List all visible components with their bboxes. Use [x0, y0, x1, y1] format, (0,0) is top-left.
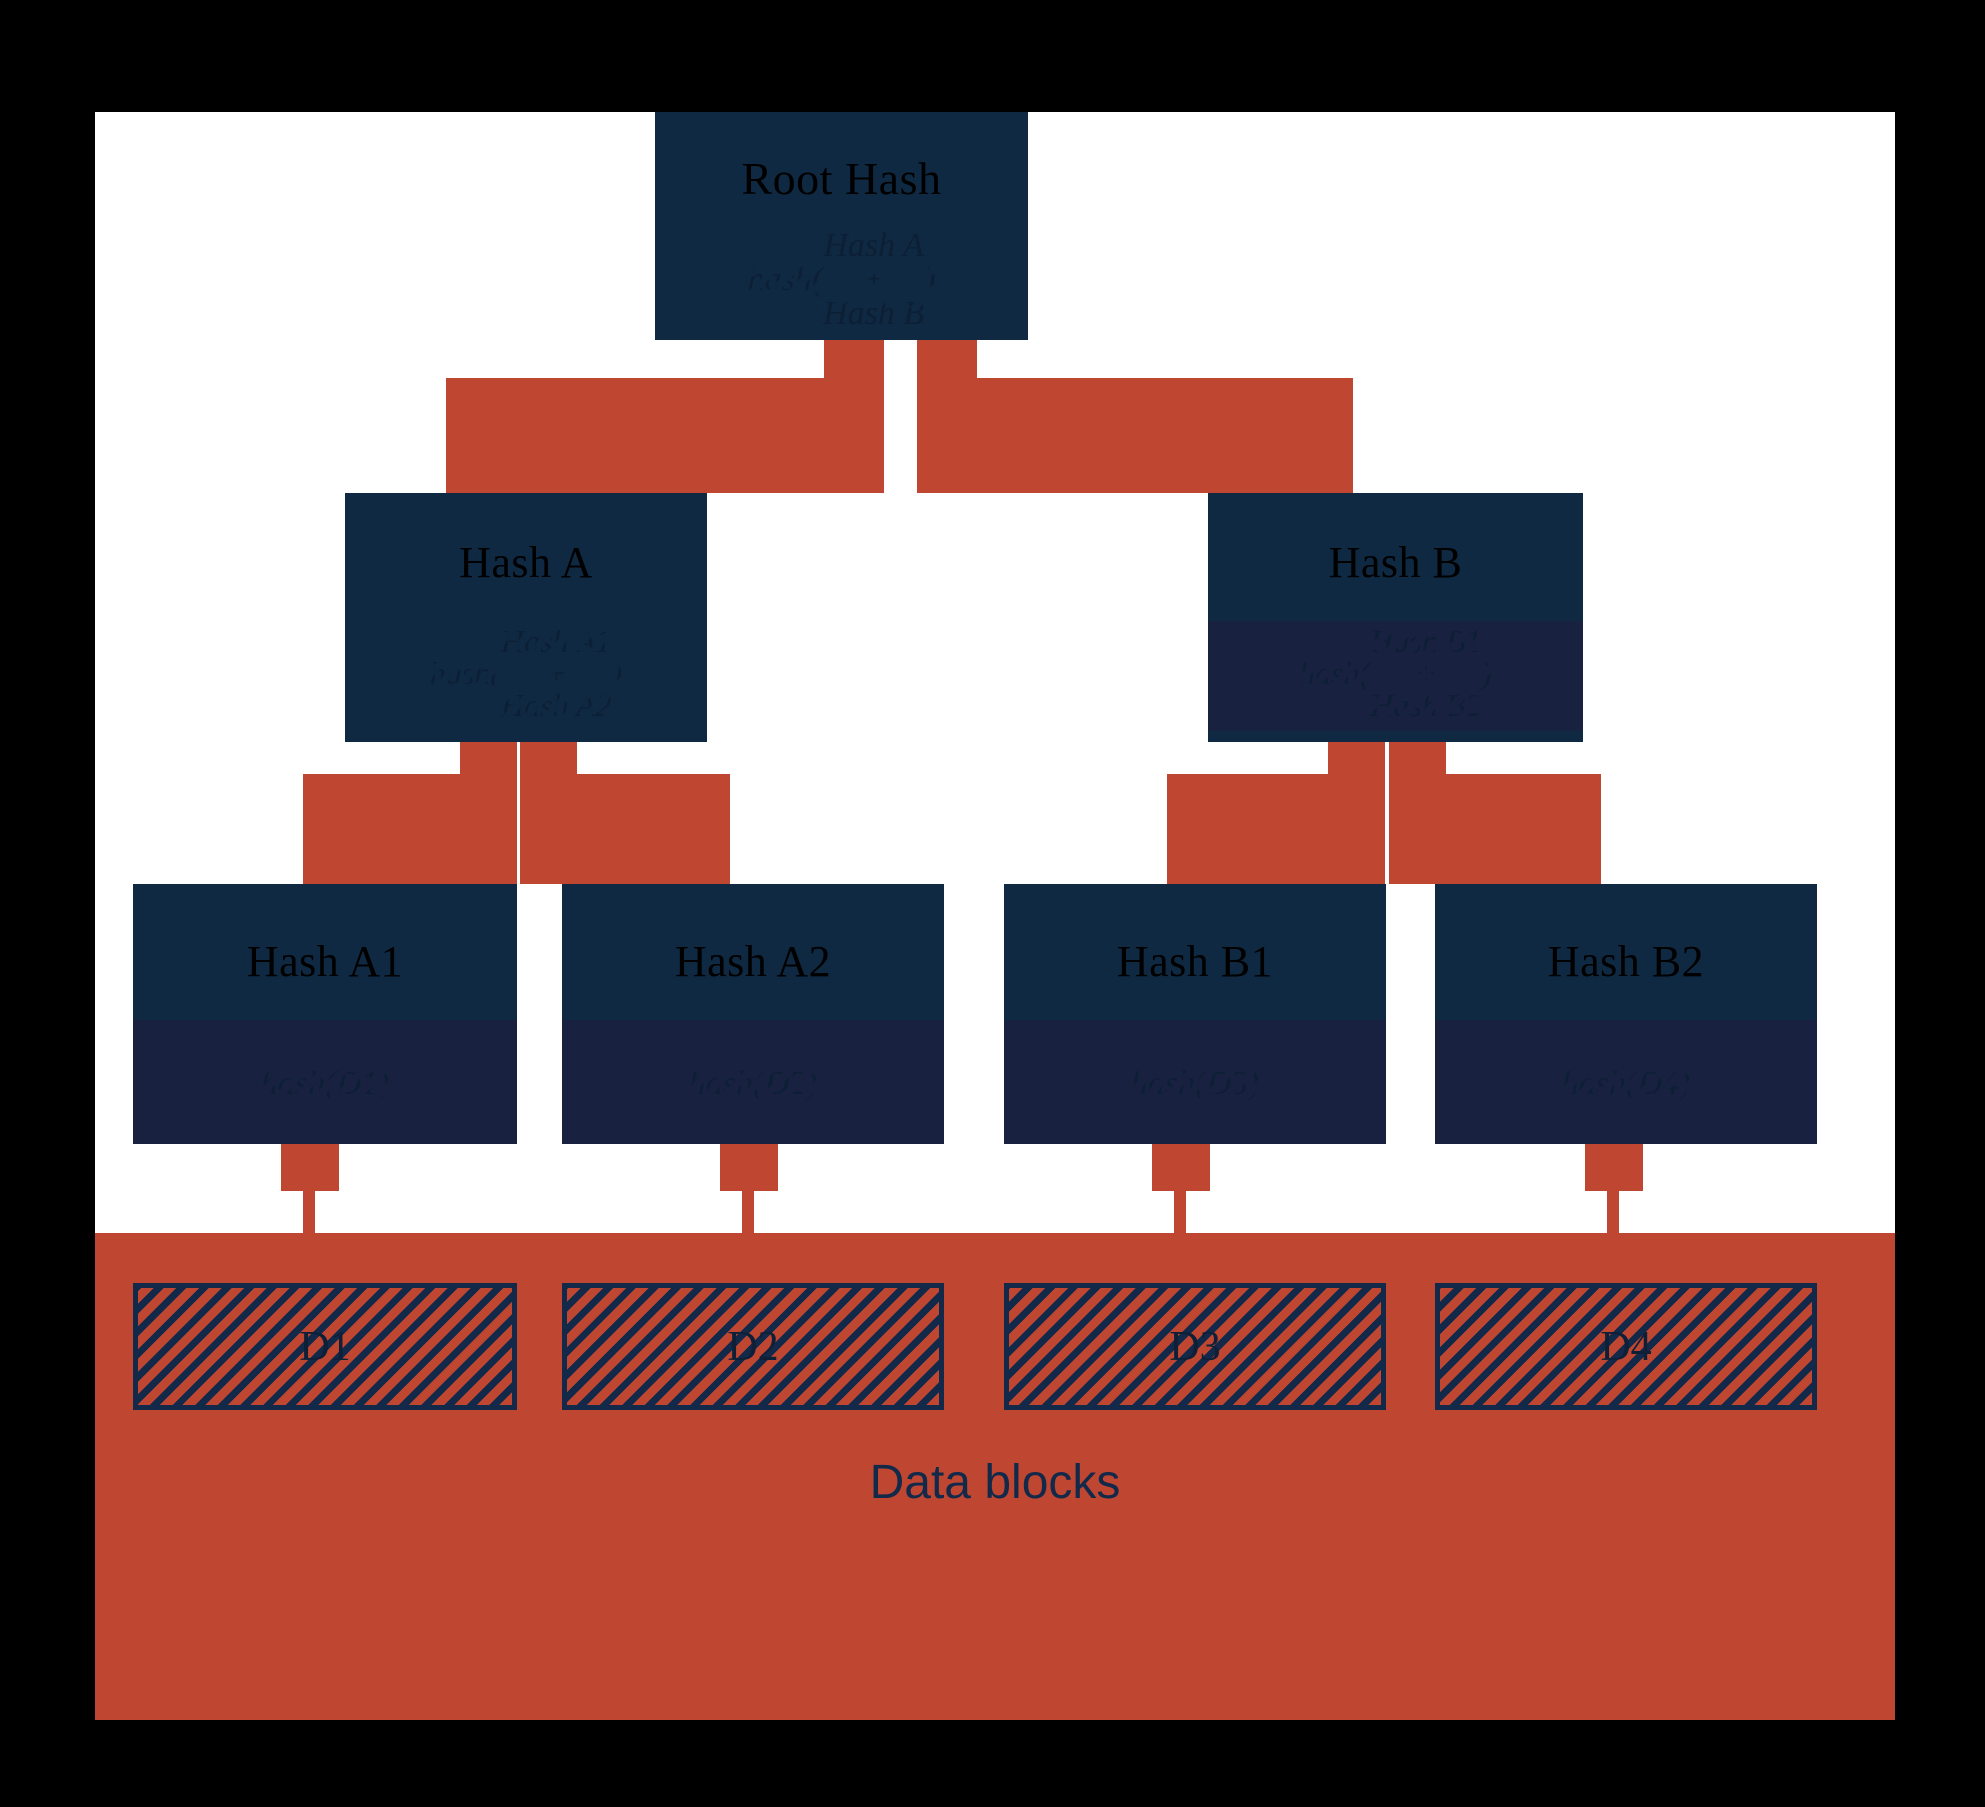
- stem-square-d2: [720, 1144, 778, 1191]
- node-hash-a2-title: Hash A2: [674, 937, 832, 986]
- connector-root-to-hash-b: [917, 378, 1353, 493]
- node-hash-b-formula-prefix: hash(: [1299, 654, 1371, 691]
- node-hash-b: Hash B hash( Hash B1 + Hash B2 ): [1208, 493, 1583, 742]
- node-hash-a-title: Hash A: [459, 538, 593, 587]
- node-hash-a1-title: Hash A1: [246, 937, 404, 986]
- connector-hash-b-stem-right: [1389, 742, 1446, 774]
- node-hash-a: Hash A hash( Hash A1 + Hash A2 ): [345, 493, 707, 742]
- node-root-formula-top: Hash A: [823, 227, 924, 264]
- node-hash-b1: Hash B1 hash(D3): [1004, 884, 1386, 1144]
- stem-line-d1: [303, 1191, 315, 1233]
- diagram-canvas: Root Hash hash( Hash A + Hash B ) Hash A…: [95, 112, 1895, 1720]
- node-hash-b1-title: Hash B1: [1116, 937, 1274, 986]
- node-hash-a-formula-bottom: Hash A2: [500, 687, 612, 723]
- node-hash-a-formula-operands: Hash A1 + Hash A2: [501, 625, 612, 721]
- node-root-formula-prefix: hash(: [747, 261, 824, 298]
- node-hash-b2: Hash B2 hash(D4): [1435, 884, 1817, 1144]
- node-hash-a1-formula: hash(D1): [260, 1065, 390, 1102]
- node-hash-b2-formula: hash(D4): [1561, 1065, 1691, 1102]
- node-root-formula: hash( Hash A + Hash B ): [655, 229, 1028, 331]
- stem-line-d3: [1174, 1191, 1186, 1233]
- node-hash-a-formula-prefix: hash(: [429, 654, 501, 691]
- connector-hash-a-stem-left: [460, 742, 517, 774]
- node-hash-b-formula-suffix: ): [1481, 654, 1492, 691]
- node-hash-b-formula-operands: Hash B1 + Hash B2: [1370, 625, 1481, 721]
- connector-hash-b-to-b2: [1389, 774, 1601, 884]
- node-hash-a-formula-op: +: [545, 655, 568, 691]
- data-block-d4: D4: [1435, 1283, 1817, 1410]
- stem-square-d4: [1585, 1144, 1643, 1191]
- node-hash-a-formula-suffix: ): [611, 654, 623, 691]
- connector-root-to-hash-a: [446, 378, 884, 493]
- data-block-d1: D1: [133, 1283, 517, 1410]
- data-block-d2-label: D2: [727, 1323, 779, 1370]
- node-hash-b1-formula: hash(D3): [1130, 1065, 1260, 1102]
- stem-square-d3: [1152, 1144, 1210, 1191]
- data-block-d2: D2: [562, 1283, 944, 1410]
- data-blocks-caption: Data blocks: [869, 1456, 1121, 1509]
- node-hash-b-formula-top: Hash B1: [1370, 623, 1482, 659]
- connector-root-stem-right: [917, 340, 977, 378]
- data-block-d1-label: D1: [299, 1323, 351, 1370]
- node-hash-b-formula: hash( Hash B1 + Hash B2 ): [1208, 625, 1583, 721]
- node-hash-a2: Hash A2 hash(D2): [562, 884, 944, 1144]
- node-hash-b-title: Hash B: [1328, 538, 1463, 587]
- node-hash-b2-title: Hash B2: [1547, 937, 1705, 986]
- connector-root-stem-left: [824, 340, 884, 378]
- stem-square-d1: [281, 1144, 339, 1191]
- data-block-d3: D3: [1004, 1283, 1386, 1410]
- node-root-formula-suffix: ): [924, 261, 936, 298]
- node-root-title: Root Hash: [741, 153, 942, 204]
- stem-line-d4: [1607, 1191, 1619, 1233]
- data-block-d4-label: D4: [1600, 1323, 1652, 1370]
- data-block-d3-label: D3: [1169, 1323, 1221, 1370]
- node-hash-a-formula: hash( Hash A1 + Hash A2 ): [345, 625, 707, 721]
- connector-hash-a-stem-right: [520, 742, 577, 774]
- stem-line-d2: [742, 1191, 754, 1233]
- data-blocks-strip: D1 D2 D3 D4 Data blocks: [95, 1233, 1895, 1720]
- connector-hash-b-stem-left: [1328, 742, 1385, 774]
- node-root-formula-bottom: Hash B: [823, 295, 925, 332]
- connector-hash-a-to-a1: [303, 774, 517, 884]
- node-hash-a1: Hash A1 hash(D1): [133, 884, 517, 1144]
- node-root-hash: Root Hash hash( Hash A + Hash B ): [655, 112, 1028, 340]
- node-root-formula-operands: Hash A + Hash B: [823, 229, 924, 331]
- connector-hash-a-to-a2: [520, 774, 730, 884]
- node-hash-b-formula-op: +: [1414, 655, 1437, 691]
- connector-hash-b-to-b1: [1167, 774, 1385, 884]
- node-hash-b-formula-bottom: Hash B2: [1370, 687, 1482, 723]
- node-hash-a-formula-top: Hash A1: [500, 623, 612, 659]
- node-hash-a2-formula: hash(D2): [688, 1065, 818, 1102]
- node-root-formula-op: +: [862, 261, 886, 298]
